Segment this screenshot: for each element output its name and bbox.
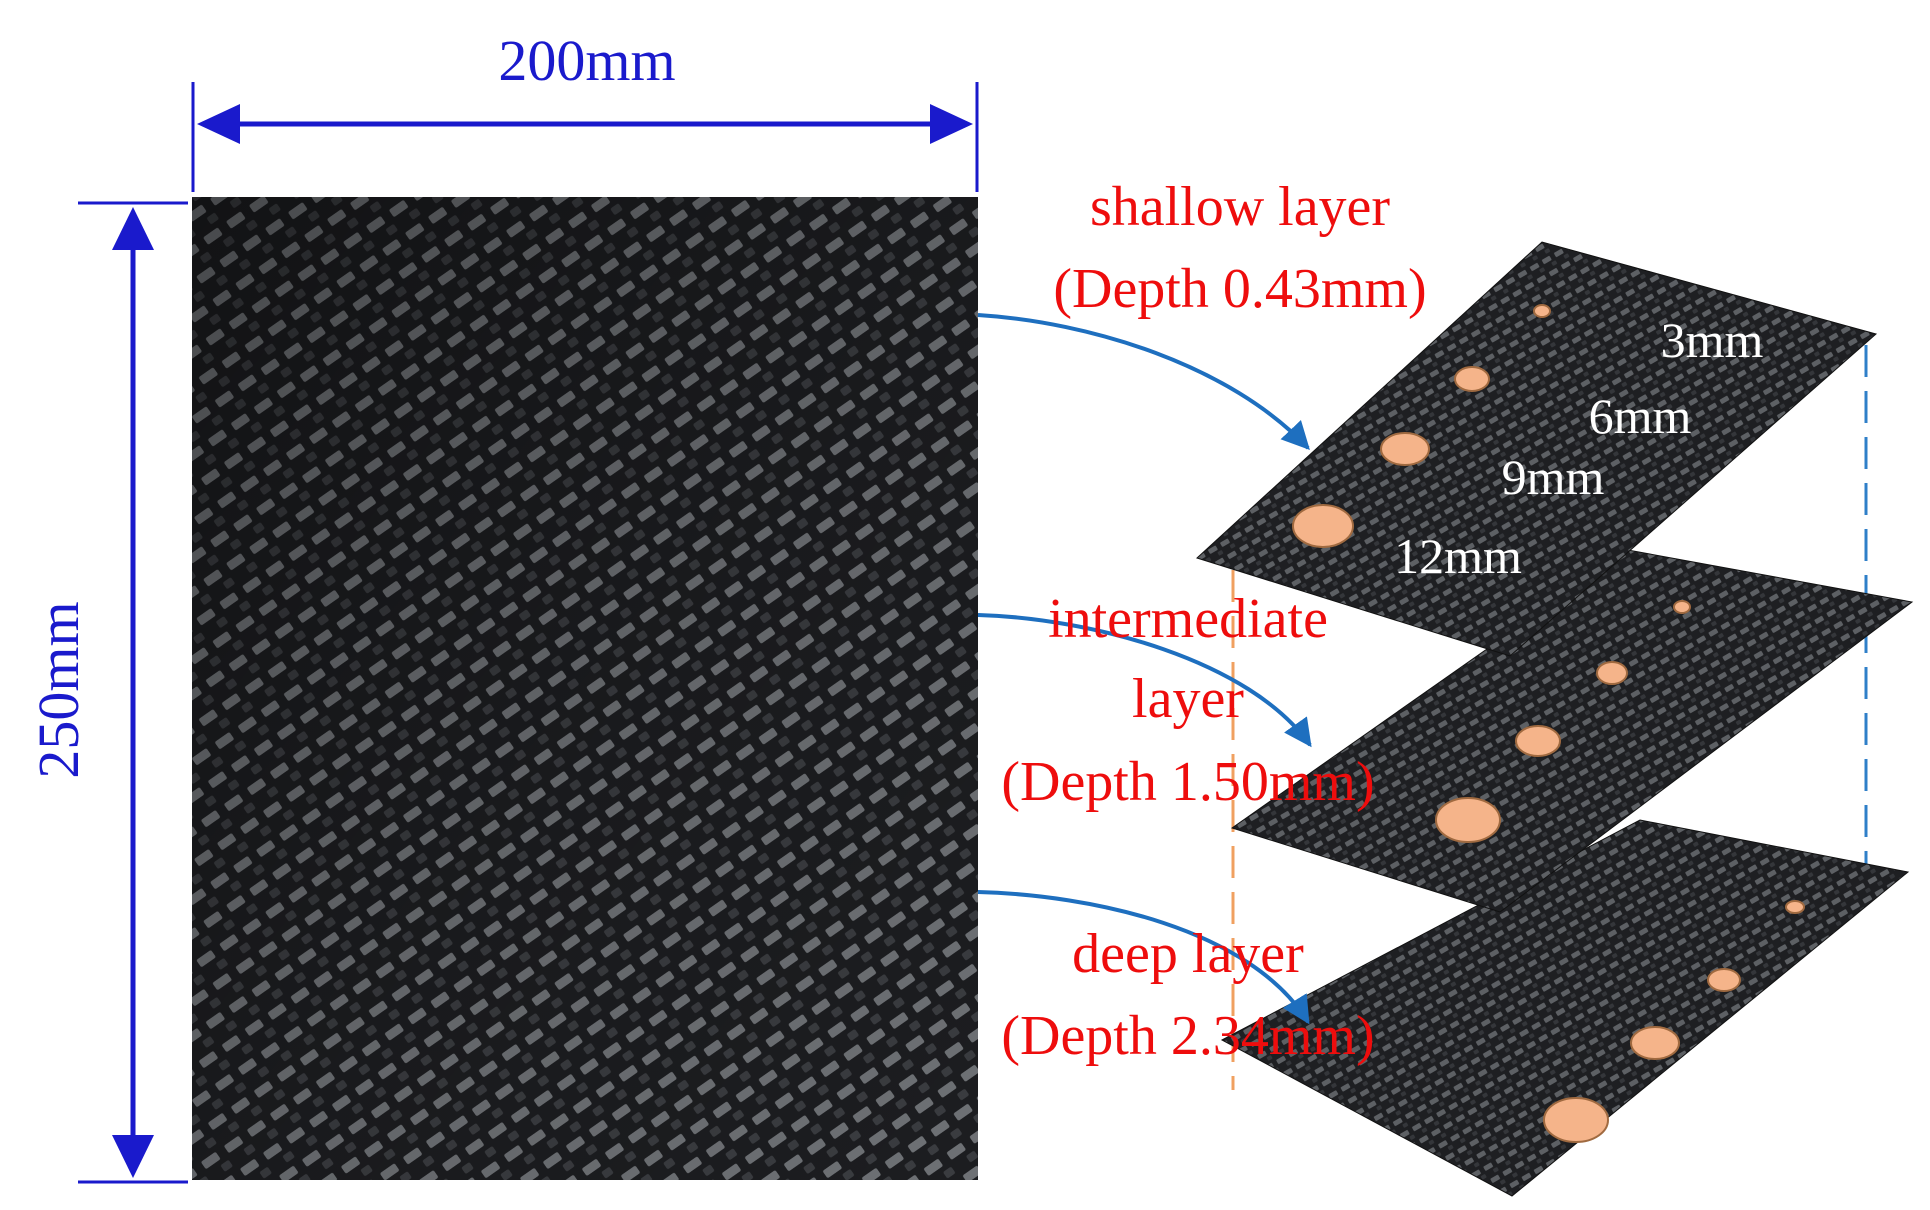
- size-label-3mm: 3mm: [1661, 312, 1764, 368]
- width-label: 200mm: [498, 28, 675, 93]
- defect-3mm-deep: [1785, 900, 1805, 914]
- defect-3mm-intermediate: [1673, 600, 1691, 614]
- size-label-12mm: 12mm: [1394, 528, 1522, 584]
- intermediate-layer-label: intermediate layer (Depth 1.50mm): [1001, 588, 1374, 813]
- defect-9mm-intermediate: [1515, 725, 1561, 757]
- deep-layer-depth: (Depth 2.34mm): [1001, 1005, 1374, 1067]
- shallow-layer-depth: (Depth 0.43mm): [1053, 258, 1426, 320]
- arrow-to-shallow: [977, 313, 1310, 451]
- defect-6mm-deep: [1707, 968, 1741, 992]
- deep-layer-label: deep layer (Depth 2.34mm): [1001, 923, 1374, 1067]
- defect-9mm-deep: [1630, 1026, 1680, 1060]
- specimen-panel: [192, 197, 978, 1180]
- defect-12mm-intermediate: [1435, 797, 1501, 843]
- width-dimension: 200mm: [191, 28, 979, 192]
- size-label-6mm: 6mm: [1589, 388, 1692, 444]
- shallow-layer-plate: 3mm 6mm 9mm 12mm: [1196, 241, 1878, 657]
- pointer-arrows: [977, 313, 1312, 1025]
- defect-12mm-shallow: [1292, 504, 1354, 548]
- defect-6mm-intermediate: [1596, 661, 1628, 685]
- intermediate-layer-name-line2: layer: [1132, 668, 1244, 730]
- defect-3mm-shallow: [1533, 304, 1551, 318]
- intermediate-layer-depth: (Depth 1.50mm): [1001, 751, 1374, 813]
- size-label-9mm: 9mm: [1502, 449, 1605, 505]
- height-label: 250mm: [26, 601, 91, 778]
- intermediate-layer-plate: [1230, 549, 1914, 913]
- deep-layer-plate: [1220, 819, 1910, 1197]
- defect-9mm-shallow: [1380, 432, 1430, 466]
- shallow-layer-label: shallow layer (Depth 0.43mm): [1053, 176, 1426, 320]
- intermediate-layer-name-line1: intermediate: [1048, 588, 1328, 650]
- height-dimension: 250mm: [26, 201, 188, 1184]
- deep-layer-name: deep layer: [1072, 923, 1304, 985]
- defect-12mm-deep: [1543, 1097, 1609, 1143]
- arrow-to-intermediate: [977, 613, 1312, 748]
- shallow-layer-name: shallow layer: [1090, 176, 1390, 238]
- defect-6mm-shallow: [1454, 366, 1490, 392]
- arrow-to-deep: [977, 890, 1310, 1025]
